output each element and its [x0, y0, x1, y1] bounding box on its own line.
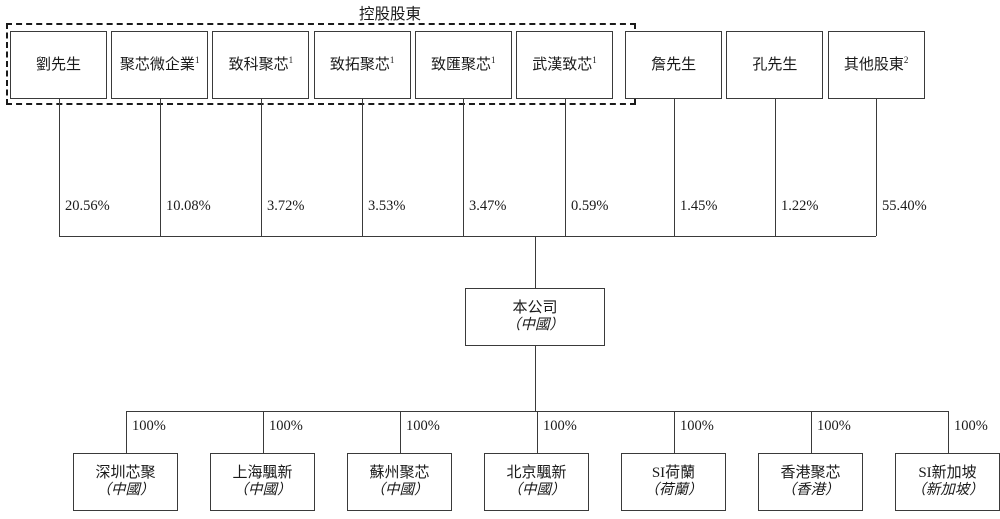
subsidiary-box-7[interactable]: SI新加坡（新加坡） [895, 453, 1000, 511]
subsidiary-box-5[interactable]: SI荷蘭（荷蘭） [621, 453, 726, 511]
company-down-line [535, 346, 536, 411]
subsidiary-pct-4: 100% [543, 418, 577, 434]
company-name: 本公司 [512, 300, 558, 316]
upper-bus [59, 236, 876, 237]
footnote-marker: 1 [592, 54, 597, 65]
company-feed-line [535, 236, 536, 288]
shareholder-box-4[interactable]: 致拓聚芯1 [313, 31, 411, 99]
node-label: 香港聚芯 [780, 465, 841, 481]
node-locale: （香港） [781, 482, 840, 499]
shareholder-pct-6: 0.59% [571, 198, 609, 214]
subsidiary-box-3[interactable]: 蘇州聚芯（中國） [347, 453, 452, 511]
node-label: 致科聚芯1 [228, 54, 294, 73]
shareholder-box-5[interactable]: 致匯聚芯1 [414, 31, 512, 99]
footnote-marker: 1 [389, 54, 395, 65]
subsidiary-stem-6 [811, 411, 812, 453]
subsidiary-stem-5 [674, 411, 675, 453]
shareholder-box-2[interactable]: 聚芯微企業1 [111, 31, 209, 99]
subsidiary-box-1[interactable]: 深圳芯聚（中國） [73, 453, 178, 511]
shareholder-stem-6 [565, 99, 566, 236]
company-box[interactable]: 本公司 （中國） [465, 288, 605, 346]
node-label: SI荷蘭 [651, 465, 696, 481]
node-locale: （中國） [370, 482, 429, 499]
node-label: 其他股東2 [843, 54, 909, 73]
subsidiary-pct-6: 100% [817, 418, 851, 434]
node-locale: （中國） [233, 482, 292, 499]
controlling-shareholders-caption: 控股股東 [358, 6, 421, 23]
shareholder-pct-2: 10.08% [166, 198, 211, 214]
shareholder-stem-5 [463, 99, 464, 236]
node-label: 蘇州聚芯 [369, 465, 430, 481]
shareholder-stem-4 [362, 99, 363, 236]
shareholder-pct-4: 3.53% [368, 198, 406, 214]
node-locale: （新加坡） [911, 482, 984, 499]
node-locale: （荷蘭） [644, 482, 703, 499]
node-label: 孔先生 [752, 56, 798, 73]
shareholder-pct-7: 1.45% [680, 198, 718, 214]
subsidiary-pct-5: 100% [680, 418, 714, 434]
shareholder-box-8[interactable]: 孔先生 [726, 31, 824, 99]
node-label: 詹先生 [651, 56, 697, 73]
shareholder-pct-1: 20.56% [65, 198, 110, 214]
shareholder-pct-9: 55.40% [882, 198, 927, 214]
shareholder-box-1[interactable]: 劉先生 [10, 31, 107, 99]
node-locale: （中國） [96, 482, 155, 499]
footnote-marker: 1 [194, 54, 200, 65]
shareholder-box-3[interactable]: 致科聚芯1 [212, 31, 310, 99]
node-label: 上海颿新 [232, 465, 293, 481]
shareholder-pct-3: 3.72% [267, 198, 305, 214]
footnote-marker: 2 [903, 54, 909, 65]
node-label: 北京颿新 [506, 465, 567, 481]
shareholder-stem-3 [261, 99, 262, 236]
subsidiary-stem-7 [948, 411, 949, 453]
node-locale: （中國） [507, 482, 566, 499]
subsidiary-box-2[interactable]: 上海颿新（中國） [210, 453, 315, 511]
shareholder-stem-1 [59, 99, 60, 236]
subsidiary-pct-3: 100% [406, 418, 440, 434]
shareholder-box-6[interactable]: 武漢致芯1 [516, 31, 613, 99]
footnote-marker: 1 [288, 54, 294, 65]
shareholder-stem-2 [160, 99, 161, 236]
node-label: 劉先生 [35, 56, 81, 73]
shareholder-stem-9 [876, 99, 877, 236]
footnote-marker: 1 [491, 54, 496, 65]
node-label: 致拓聚芯1 [329, 54, 395, 73]
subsidiary-box-4[interactable]: 北京颿新（中國） [484, 453, 589, 511]
subsidiary-stem-4 [537, 411, 538, 453]
subsidiary-stem-2 [263, 411, 264, 453]
shareholder-box-7[interactable]: 詹先生 [625, 31, 723, 99]
subsidiary-stem-1 [126, 411, 127, 453]
shareholder-stem-8 [775, 99, 776, 236]
subsidiary-box-6[interactable]: 香港聚芯（香港） [758, 453, 863, 511]
subsidiary-pct-7: 100% [954, 418, 988, 434]
node-label: 致匯聚芯1 [431, 54, 496, 73]
lower-bus [126, 411, 948, 412]
shareholder-stem-7 [674, 99, 675, 236]
subsidiary-stem-3 [400, 411, 401, 453]
shareholder-pct-8: 1.22% [781, 198, 819, 214]
subsidiary-pct-1: 100% [132, 418, 166, 434]
subsidiary-pct-2: 100% [269, 418, 303, 434]
shareholder-box-9[interactable]: 其他股東2 [827, 31, 925, 99]
shareholder-pct-5: 3.47% [469, 198, 507, 214]
node-label: SI新加坡 [918, 465, 977, 481]
node-label: 武漢致芯1 [532, 54, 597, 73]
node-label: 深圳芯聚 [95, 465, 156, 481]
node-label: 聚芯微企業1 [119, 54, 200, 73]
company-locale: （中國） [506, 317, 564, 334]
